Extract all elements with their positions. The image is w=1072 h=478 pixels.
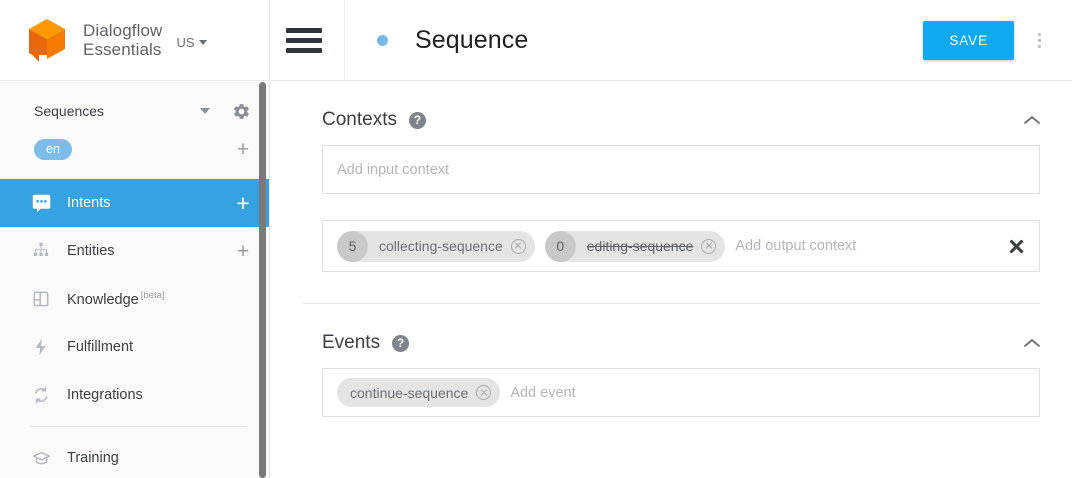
content-area: Contexts ? Add input context 5 collectin… [270, 81, 1072, 417]
remove-circle-icon[interactable] [510, 238, 526, 254]
sidebar-item-label: Intents [67, 195, 111, 211]
event-placeholder: Add event [510, 384, 576, 401]
context-lifespan: 0 [544, 230, 576, 262]
save-button[interactable]: SAVE [923, 20, 1014, 60]
knowledge-icon [30, 289, 52, 309]
dialogflow-cube-logo [25, 17, 69, 63]
intents-icon [30, 193, 52, 214]
brand-name: Dialogflow Essentials [83, 21, 162, 59]
agent-name: Sequences [34, 103, 105, 119]
help-circle-icon[interactable]: ? [392, 334, 410, 352]
training-icon [30, 448, 52, 469]
remove-circle-icon[interactable] [701, 238, 717, 254]
context-chip[interactable]: 5 collecting-sequence [337, 230, 535, 262]
page-title: Sequence [415, 25, 529, 54]
help-circle-icon[interactable]: ? [408, 111, 426, 129]
sidebar-item-entities[interactable]: Entities + [0, 227, 269, 275]
sidebar-item-text: Knowledge [67, 291, 139, 308]
events-field[interactable]: continue-sequence Add event [322, 368, 1040, 417]
input-context-placeholder: Add input context [337, 161, 450, 178]
sidebar-item-label: Entities [67, 243, 115, 259]
context-chip[interactable]: 0 editing-sequence [544, 230, 726, 262]
hamburger-menu-icon[interactable] [286, 27, 322, 53]
events-section-header: Events ? [322, 304, 1040, 368]
sidebar-item-label: Integrations [67, 387, 143, 403]
sidebar-item-label: Training [67, 450, 119, 466]
context-name: collecting-sequence [379, 238, 503, 254]
add-entity-button[interactable]: + [236, 239, 250, 263]
main-panel: Sequence SAVE Contexts ? Add input conte… [270, 0, 1072, 478]
brand-name-line2: Essentials [83, 40, 162, 59]
language-pill-en[interactable]: en [34, 138, 72, 160]
context-name: editing-sequence [586, 238, 694, 254]
chevron-up-icon[interactable] [1024, 115, 1040, 125]
sidebar-item-label: Knowledge[beta] [67, 290, 165, 308]
fulfillment-icon [30, 337, 52, 357]
gear-icon[interactable] [232, 102, 251, 121]
sidebar: Dialogflow Essentials US Sequences en + [0, 0, 270, 478]
brand-header[interactable]: Dialogflow Essentials US [0, 0, 269, 81]
event-chip[interactable]: continue-sequence [337, 378, 501, 407]
output-context-placeholder: Add output context [735, 238, 857, 254]
add-language-button[interactable]: + [236, 137, 250, 161]
contexts-title: Contexts [322, 109, 397, 130]
sidebar-item-training[interactable]: Training [0, 434, 269, 478]
close-icon[interactable] [1008, 238, 1025, 255]
sidebar-divider [30, 426, 247, 427]
top-toolbar: Sequence SAVE [270, 0, 1072, 81]
events-title: Events [322, 332, 381, 353]
sidebar-scrollbar[interactable] [259, 82, 266, 478]
input-context-field[interactable]: Add input context [322, 145, 1040, 194]
language-row: en + [0, 131, 269, 167]
entities-icon [30, 241, 52, 261]
scrollbar-thumb[interactable] [259, 82, 266, 478]
status-dot [377, 34, 388, 46]
sidebar-nav: Intents + Entities + [0, 179, 269, 478]
agent-selector[interactable]: Sequences [0, 91, 269, 131]
section-divider [302, 303, 1040, 304]
chevron-down-icon [198, 39, 207, 45]
toolbar-divider [344, 0, 345, 81]
region-label: US [176, 34, 195, 50]
beta-badge: [beta] [140, 290, 165, 302]
sidebar-item-knowledge[interactable]: Knowledge[beta] [0, 275, 269, 323]
contexts-section-header: Contexts ? [322, 81, 1040, 145]
chevron-down-icon[interactable] [200, 108, 210, 114]
sidebar-item-fulfillment[interactable]: Fulfillment [0, 323, 269, 371]
context-lifespan: 5 [337, 230, 368, 262]
more-vertical-icon[interactable] [1024, 32, 1054, 48]
event-name: continue-sequence [350, 384, 469, 401]
brand-name-line1: Dialogflow [83, 21, 163, 40]
chevron-up-icon[interactable] [1024, 338, 1040, 348]
remove-circle-icon[interactable] [476, 385, 492, 400]
sidebar-item-integrations[interactable]: Integrations [0, 371, 269, 419]
region-selector[interactable]: US [176, 34, 207, 50]
sidebar-item-intents[interactable]: Intents + [0, 179, 269, 227]
output-context-field[interactable]: 5 collecting-sequence 0 editing-sequence… [322, 220, 1040, 272]
add-intent-button[interactable]: + [236, 189, 250, 216]
integrations-icon [30, 385, 52, 405]
sidebar-item-label: Fulfillment [67, 339, 134, 355]
